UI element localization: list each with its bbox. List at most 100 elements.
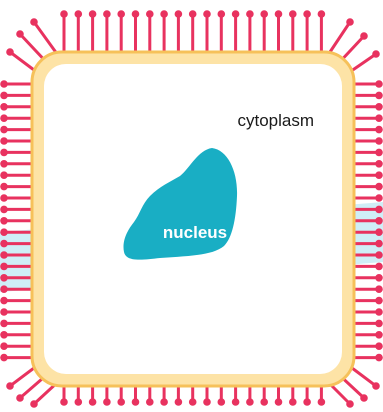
receptor-head <box>0 217 8 225</box>
receptor-head <box>89 10 97 18</box>
receptor-head <box>275 398 283 406</box>
receptor-head <box>103 10 111 18</box>
receptor-head <box>203 10 211 18</box>
receptor-head <box>372 50 380 58</box>
receptor-head <box>117 398 125 406</box>
receptor-head <box>0 114 8 122</box>
receptor-head <box>60 10 68 18</box>
receptor-head <box>260 398 268 406</box>
receptor-head <box>0 206 8 214</box>
receptor-head <box>375 297 383 305</box>
receptor-head <box>160 398 168 406</box>
receptor-head <box>60 398 68 406</box>
receptor-head <box>75 10 83 18</box>
receptor-head <box>375 194 383 202</box>
receptor-head <box>75 398 83 406</box>
receptor-head <box>0 342 8 350</box>
receptor-head <box>372 382 380 390</box>
receptor-head <box>89 398 97 406</box>
receptor-head <box>375 320 383 328</box>
receptor-head <box>218 398 226 406</box>
receptor-head <box>375 183 383 191</box>
receptor-head <box>0 137 8 145</box>
receptor-head <box>0 297 8 305</box>
receptor-head <box>0 285 8 293</box>
receptor-head <box>375 217 383 225</box>
receptor-head <box>30 400 38 408</box>
receptor-head <box>375 206 383 214</box>
receptor-head <box>132 10 140 18</box>
receptor-head <box>375 80 383 88</box>
receptor-head <box>0 92 8 100</box>
receptor-head <box>0 183 8 191</box>
receptor-head <box>175 398 183 406</box>
receptor-head <box>346 400 354 408</box>
receptor-head <box>0 263 8 271</box>
receptor-head <box>375 285 383 293</box>
receptor-head <box>146 398 154 406</box>
receptor-head <box>0 320 8 328</box>
receptor-head <box>146 10 154 18</box>
receptor-head <box>360 32 368 40</box>
receptor-head <box>375 274 383 282</box>
receptor-head <box>375 160 383 168</box>
receptor-head <box>0 228 8 236</box>
receptor-head <box>117 10 125 18</box>
receptor-head <box>0 149 8 157</box>
receptor-head <box>360 394 368 402</box>
cytoplasm-label: cytoplasm <box>237 111 314 130</box>
receptor-head <box>303 10 311 18</box>
receptor-head <box>0 80 8 88</box>
receptor-head <box>375 228 383 236</box>
receptor-head <box>132 398 140 406</box>
receptor-head <box>0 160 8 168</box>
receptor-head <box>0 126 8 134</box>
receptor-head <box>6 48 14 56</box>
receptor-head <box>160 10 168 18</box>
receptor-head <box>232 398 240 406</box>
receptor-head <box>375 126 383 134</box>
receptor-head <box>375 240 383 248</box>
receptor-head <box>375 92 383 100</box>
receptor-head <box>375 149 383 157</box>
receptor-head <box>0 194 8 202</box>
receptor-head <box>260 10 268 18</box>
receptor-head <box>0 354 8 362</box>
receptor-head <box>232 10 240 18</box>
receptor-head <box>375 342 383 350</box>
receptor-head <box>218 10 226 18</box>
receptor-head <box>375 308 383 316</box>
receptor-head <box>375 251 383 259</box>
receptor-head <box>175 10 183 18</box>
receptor-head <box>289 10 297 18</box>
receptor-head <box>246 10 254 18</box>
receptor-head <box>0 103 8 111</box>
receptor-head <box>0 240 8 248</box>
receptor-head <box>375 103 383 111</box>
receptor-head <box>375 354 383 362</box>
receptor-head <box>0 331 8 339</box>
receptor-head <box>189 10 197 18</box>
receptor-head <box>318 10 326 18</box>
receptor-head <box>16 394 24 402</box>
receptor-head <box>346 18 354 26</box>
receptor-head <box>16 30 24 38</box>
receptor-head <box>375 137 383 145</box>
nucleus-label: nucleus <box>163 223 227 242</box>
receptor-head <box>318 398 326 406</box>
receptor-head <box>203 398 211 406</box>
receptor-head <box>375 263 383 271</box>
receptor-head <box>375 114 383 122</box>
receptor-head <box>0 308 8 316</box>
receptor-head <box>289 398 297 406</box>
receptor-head <box>303 398 311 406</box>
receptor-head <box>375 171 383 179</box>
receptor-head <box>189 398 197 406</box>
receptor-head <box>0 171 8 179</box>
receptor-head <box>30 18 38 26</box>
receptor-head <box>103 398 111 406</box>
receptor-head <box>0 274 8 282</box>
receptor-head <box>275 10 283 18</box>
